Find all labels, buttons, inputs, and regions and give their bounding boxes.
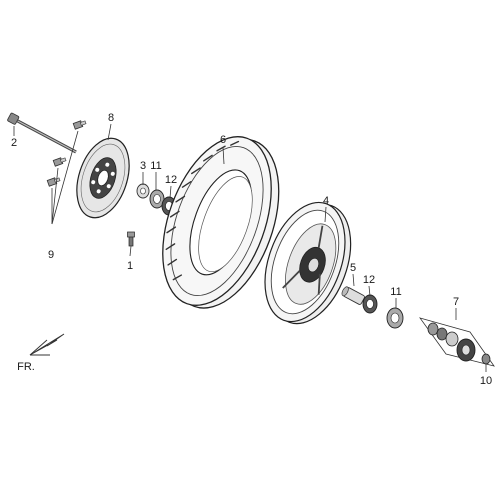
speedometer-gear-box: [419, 317, 495, 367]
callout-11-left: 11: [150, 160, 161, 172]
callout-7: 7: [453, 296, 459, 308]
disc-bolts: [46, 120, 87, 187]
front-direction-arrow: [29, 333, 65, 356]
axle-bolt: [7, 112, 77, 154]
callout-8: 8: [108, 112, 114, 124]
callout-2: 2: [11, 137, 17, 149]
callout-5: 5: [350, 262, 356, 274]
callout-11-right: 11: [390, 286, 401, 298]
callout-6: 6: [220, 134, 226, 146]
right-oil-seal: [362, 294, 378, 314]
tire-valve: [127, 231, 135, 247]
callout-10: 10: [480, 375, 492, 387]
left-bearing: [149, 189, 165, 209]
callout-12-left: 12: [165, 174, 177, 186]
callout-9: 9: [48, 249, 54, 261]
left-collar-spacer: [136, 183, 150, 199]
right-collar: [341, 286, 365, 305]
tire: [162, 136, 280, 309]
brake-disc: [76, 137, 130, 219]
callout-3: 3: [140, 160, 146, 172]
callout-12-right: 12: [363, 274, 375, 286]
direction-label: FR.: [17, 361, 35, 373]
leader-lines: [13, 123, 487, 372]
callout-1: 1: [127, 260, 133, 272]
wheel-rim: [264, 201, 352, 325]
screw: [481, 353, 491, 365]
right-bearing: [386, 307, 404, 329]
callout-4: 4: [323, 195, 329, 207]
